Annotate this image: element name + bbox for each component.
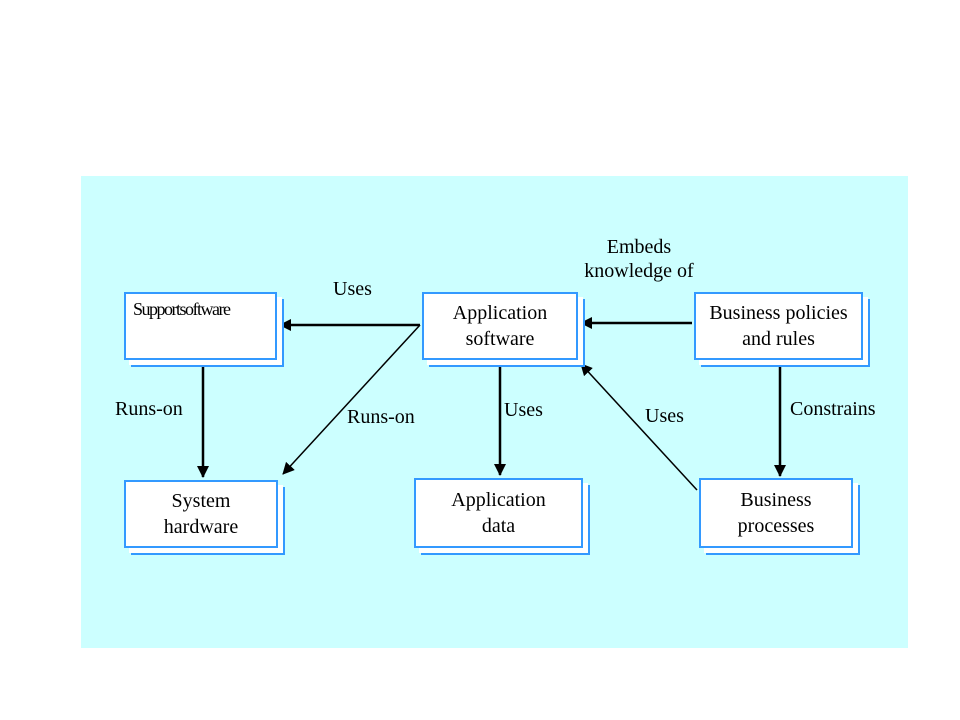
edge-label-constrains: Constrains (790, 398, 876, 420)
edge-label-runs-on-support: Runs-on (115, 398, 183, 420)
edge-label-uses-support: Uses (333, 278, 372, 300)
edge-label-uses-processes: Uses (645, 405, 684, 427)
edge-label-embeds-knowledge: Embeds knowledge of (584, 236, 694, 282)
node-application-software: Application software (422, 292, 578, 360)
node-application-data: Application data (414, 478, 583, 548)
arrow-processes-to-app (580, 363, 698, 491)
node-business-policies: Business policies and rules (694, 292, 863, 360)
arrow-app-to-hardware (282, 324, 421, 475)
node-business-processes: Business processes (699, 478, 853, 548)
node-system-hardware: System hardware (124, 480, 278, 548)
edge-label-uses-data: Uses (504, 399, 543, 421)
diagram-panel (81, 176, 908, 648)
edge-label-runs-on-app: Runs-on (347, 406, 415, 428)
node-support-software: Supportsoftware (124, 292, 277, 360)
